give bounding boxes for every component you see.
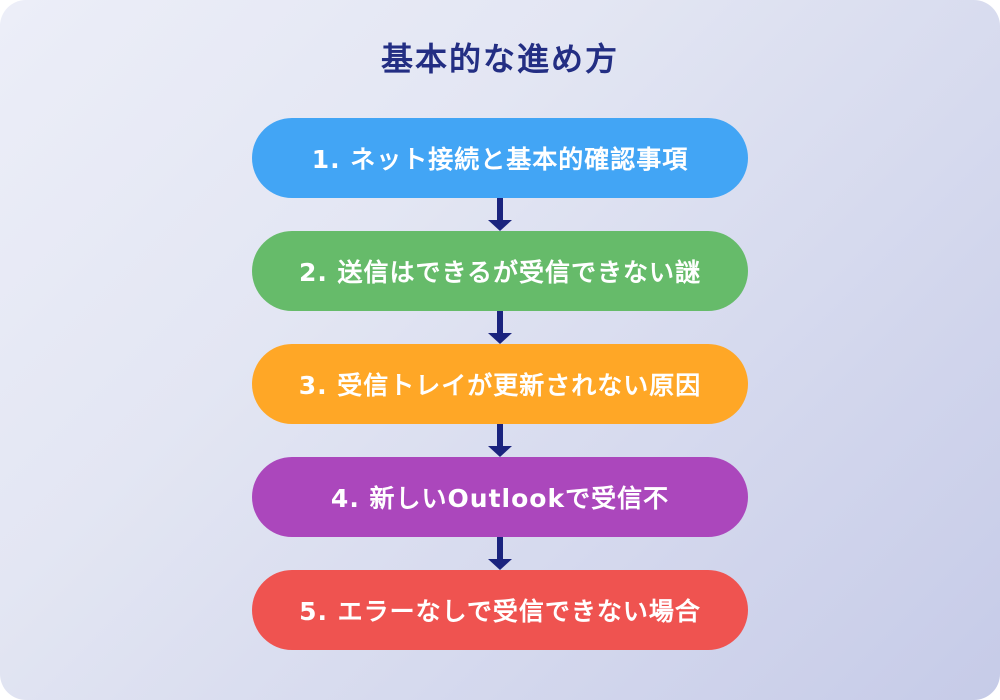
down-arrow-icon: [488, 198, 512, 231]
arrow-head: [488, 333, 512, 344]
arrow-stem: [497, 198, 503, 220]
flow-step-label: 4. 新しいOutlookで受信不: [330, 484, 670, 513]
arrow-head: [488, 559, 512, 570]
flow-step-label: 5. エラーなしで受信できない場合: [299, 597, 701, 626]
arrow-stem: [497, 537, 503, 559]
arrow-stem: [497, 424, 503, 446]
flow-step: 1. ネット接続と基本的確認事項: [252, 118, 748, 198]
flow-step: 2. 送信はできるが受信できない謎: [252, 231, 748, 311]
flow-step-label: 2. 送信はできるが受信できない謎: [298, 258, 702, 287]
flow-step-label: 1. ネット接続と基本的確認事項: [311, 145, 689, 174]
arrow-stem: [497, 311, 503, 333]
down-arrow-icon: [488, 424, 512, 457]
flow-step: 4. 新しいOutlookで受信不: [252, 457, 748, 537]
flowchart: 1. ネット接続と基本的確認事項 2. 送信はできるが受信できない謎 3. 受信…: [0, 118, 1000, 650]
down-arrow-icon: [488, 311, 512, 344]
flow-step-label: 3. 受信トレイが更新されない原因: [298, 371, 702, 400]
arrow-head: [488, 446, 512, 457]
flow-step: 3. 受信トレイが更新されない原因: [252, 344, 748, 424]
arrow-head: [488, 220, 512, 231]
down-arrow-icon: [488, 537, 512, 570]
flow-step: 5. エラーなしで受信できない場合: [252, 570, 748, 650]
diagram-title: 基本的な進め方: [380, 40, 619, 78]
